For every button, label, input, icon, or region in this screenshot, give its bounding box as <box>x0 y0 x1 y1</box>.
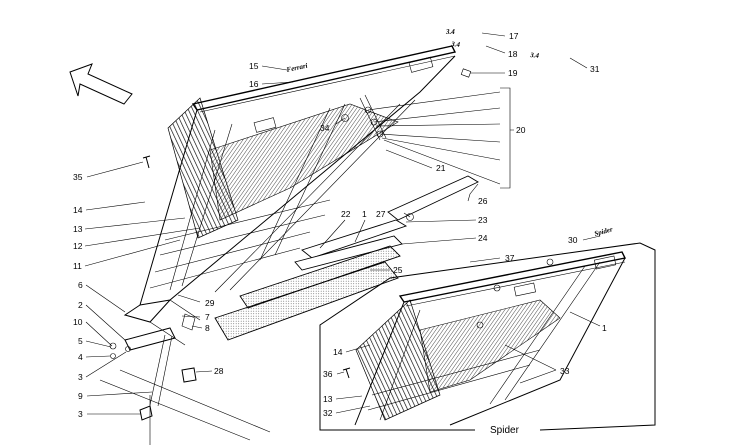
callout-19: 19 <box>508 68 518 78</box>
badge-15-logo: Ferrari <box>286 62 309 74</box>
spider-louver-grille <box>355 299 441 421</box>
front-direction-arrow-icon <box>69 63 133 105</box>
callout-14: 14 <box>73 205 83 215</box>
badge-18-logo: 3.4 <box>450 40 461 49</box>
strip-25 <box>239 245 401 309</box>
callout-1b: 1 <box>602 323 607 333</box>
callout-33: 33 <box>560 366 570 376</box>
callout-15: 15 <box>249 61 259 71</box>
spider-mesh-panel <box>419 299 561 393</box>
inset-caption: Spider <box>490 425 520 436</box>
strip-26 <box>387 175 479 221</box>
callout-2: 2 <box>78 300 83 310</box>
badge-30-logo: Spider <box>593 225 613 238</box>
badge-31-logo: 3.4 <box>529 51 540 60</box>
callout-3b: 3 <box>78 409 83 419</box>
callout-12: 12 <box>73 241 83 251</box>
callout-32: 32 <box>323 408 333 418</box>
callout-36: 36 <box>323 369 333 379</box>
callout-1: 1 <box>362 209 367 219</box>
callout-20: 20 <box>516 125 526 135</box>
callout-30: 30 <box>568 235 578 245</box>
strip-23 <box>301 219 408 259</box>
callout-17: 17 <box>509 31 519 41</box>
callout-13b: 13 <box>323 394 333 404</box>
callout-26: 26 <box>478 196 488 206</box>
callout-7: 7 <box>205 312 210 322</box>
callout-5: 5 <box>78 336 83 346</box>
callout-13: 13 <box>73 224 83 234</box>
badge-17-logo: 3.4 <box>445 28 455 36</box>
callout-14b: 14 <box>333 347 343 357</box>
callout-8: 8 <box>205 323 210 333</box>
callout-4: 4 <box>78 352 83 362</box>
callout-31: 31 <box>590 64 600 74</box>
lid-mesh-panel <box>209 103 399 221</box>
spider-inset-frame <box>319 242 656 431</box>
callout-labels: 17 18 15 16 31 19 34 20 21 35 26 14 22 1… <box>73 31 607 419</box>
callout-35: 35 <box>73 172 83 182</box>
callout-37: 37 <box>505 253 515 263</box>
callout-22: 22 <box>341 209 351 219</box>
callout-18: 18 <box>508 49 518 59</box>
callout-10: 10 <box>73 317 83 327</box>
strip-panel-lower <box>214 261 399 341</box>
callout-16: 16 <box>249 79 259 89</box>
callout-28: 28 <box>214 366 224 376</box>
callout-11: 11 <box>73 261 82 271</box>
callout-6: 6 <box>78 280 83 290</box>
callout-29: 29 <box>205 298 215 308</box>
callout-9: 9 <box>78 391 83 401</box>
leader-lines <box>84 32 601 415</box>
engine-lid-assembly <box>123 45 472 346</box>
callout-21: 21 <box>436 163 446 173</box>
hinge-strut-assembly <box>99 313 271 445</box>
spider-lid-assembly <box>342 251 627 426</box>
callout-3: 3 <box>78 372 83 382</box>
callout-24: 24 <box>478 233 488 243</box>
callout-23: 23 <box>478 215 488 225</box>
callout-25: 25 <box>393 265 403 275</box>
callout-34: 34 <box>320 123 330 133</box>
callout-27: 27 <box>376 209 386 219</box>
